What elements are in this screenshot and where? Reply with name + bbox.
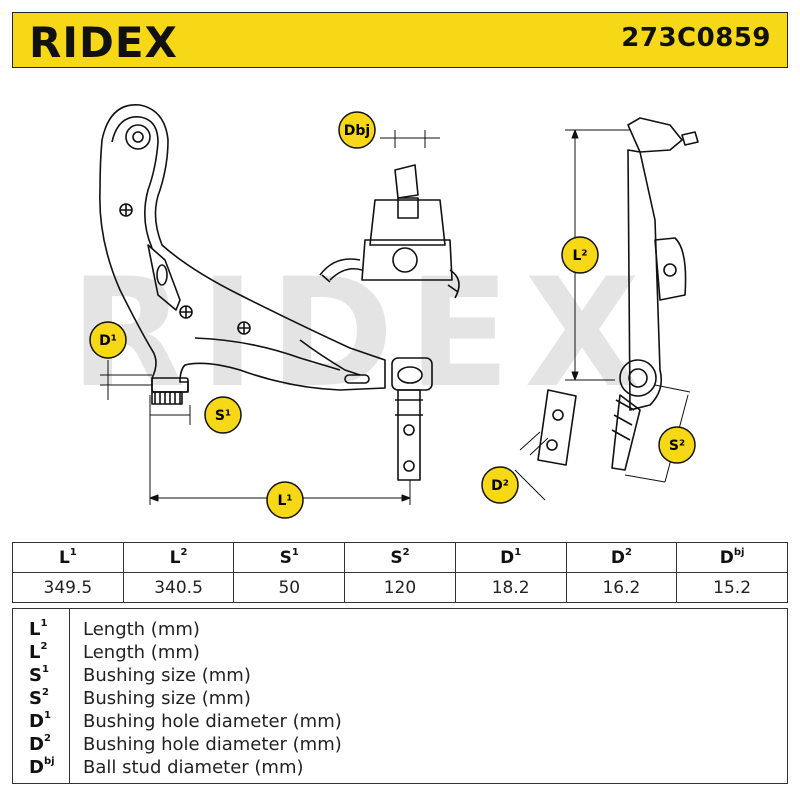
legend-desc: Bushing size (mm) <box>83 665 251 686</box>
brand-logo: RIDEX <box>29 18 178 65</box>
legend-code: L2 <box>29 641 48 663</box>
header-cell: Dbj <box>676 542 788 573</box>
legend-desc: Bushing hole diameter (mm) <box>83 711 342 732</box>
technical-drawing: RIDEX <box>70 104 699 519</box>
header-cell: S2 <box>344 542 456 573</box>
legend-desc: Bushing size (mm) <box>83 688 251 709</box>
legend-item: D1 Bushing hole diameter (mm) <box>13 710 789 734</box>
legend-code: Dbj <box>29 756 55 778</box>
legend-item: D2 Bushing hole diameter (mm) <box>13 733 789 757</box>
label-L1: L¹ <box>266 481 304 519</box>
legend-code: L1 <box>29 618 48 640</box>
specs-header-row: L1 L2 S1 S2 D1 D2 Dbj <box>12 542 788 573</box>
ball-joint-view <box>319 164 460 299</box>
legend-box: L1 Length (mm) L2 Length (mm) S1 Bushing… <box>12 608 788 784</box>
value-cell: 18.2 <box>454 572 567 603</box>
legend-item: S2 Bushing size (mm) <box>13 687 789 711</box>
legend-code: S2 <box>29 687 49 709</box>
svg-text:Dbj: Dbj <box>344 123 370 139</box>
label-S2: S² <box>658 426 696 464</box>
legend-desc: Bushing hole diameter (mm) <box>83 734 342 755</box>
legend-item: L1 Length (mm) <box>13 618 789 642</box>
label-D1: D¹ <box>89 321 127 359</box>
control-arm-top-view <box>99 104 433 481</box>
legend-item: L2 Length (mm) <box>13 641 789 665</box>
value-cell: 16.2 <box>565 572 678 603</box>
legend-item: Dbj Ball stud diameter (mm) <box>13 756 789 780</box>
svg-text:S¹: S¹ <box>215 408 231 424</box>
legend-code: D1 <box>29 710 51 732</box>
label-L2: L² <box>561 236 599 274</box>
legend-desc: Ball stud diameter (mm) <box>83 757 304 778</box>
value-cell: 349.5 <box>12 572 124 603</box>
header-cell: L2 <box>122 542 235 573</box>
svg-text:D¹: D¹ <box>99 333 117 349</box>
legend-code: D2 <box>29 733 51 755</box>
header-cell: D1 <box>454 542 567 573</box>
legend-desc: Length (mm) <box>83 642 200 663</box>
legend-item: S1 Bushing size (mm) <box>13 664 789 688</box>
legend-divider <box>69 609 70 783</box>
svg-text:L¹: L¹ <box>277 493 292 509</box>
header-cell: L1 <box>12 542 124 573</box>
label-Dbj: Dbj <box>338 111 376 149</box>
label-D2: D² <box>481 466 519 504</box>
value-cell: 120 <box>344 572 456 603</box>
header-cell: D2 <box>565 542 678 573</box>
value-cell: 50 <box>233 572 346 603</box>
header-cell: S1 <box>233 542 346 573</box>
specs-table: L1 L2 S1 S2 D1 D2 Dbj 349.5 340.5 50 120… <box>12 542 788 603</box>
specs-value-row: 349.5 340.5 50 120 18.2 16.2 15.2 <box>12 572 788 603</box>
label-S1: S¹ <box>204 396 242 434</box>
value-cell: 15.2 <box>676 572 788 603</box>
svg-text:RIDEX: RIDEX <box>29 18 178 65</box>
value-cell: 340.5 <box>122 572 235 603</box>
svg-text:S²: S² <box>669 438 685 454</box>
legend-desc: Length (mm) <box>83 619 200 640</box>
svg-text:L²: L² <box>572 248 587 264</box>
legend-code: S1 <box>29 664 49 686</box>
svg-text:D²: D² <box>491 478 509 494</box>
header-bar: RIDEX 273C0859 <box>12 12 788 68</box>
part-number: 273C0859 <box>621 23 771 53</box>
